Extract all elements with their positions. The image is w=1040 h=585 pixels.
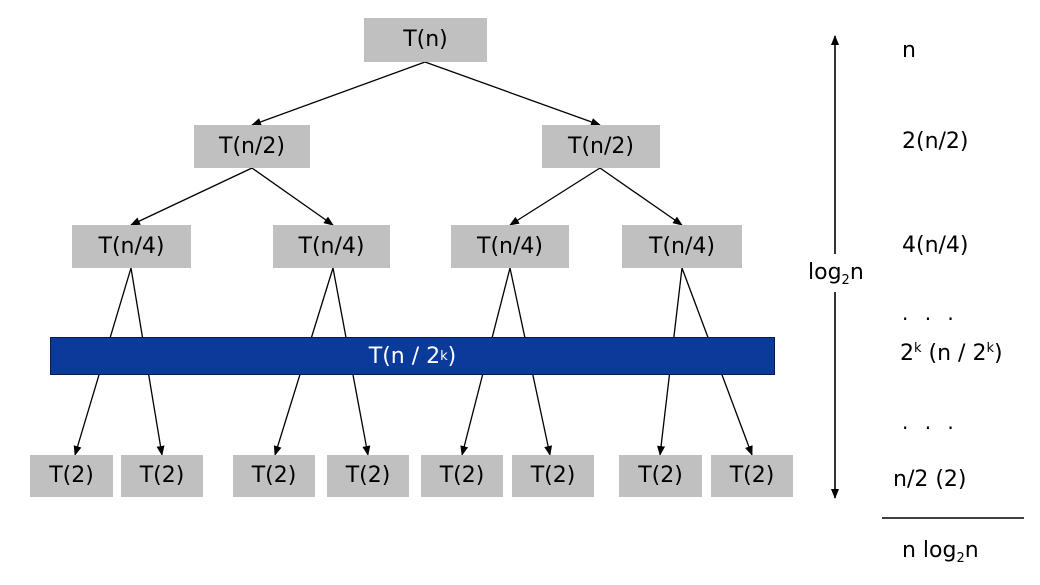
- tree-edge: [509, 167, 601, 226]
- leaf-3: T(2): [233, 455, 315, 497]
- node-level2-2: T(n/4): [273, 225, 390, 268]
- leaf-2: T(2): [121, 455, 203, 497]
- leaf-6: T(2): [512, 455, 594, 497]
- cost-row-1: 2(n/2): [902, 129, 969, 154]
- cost-ellipsis-1: . . .: [902, 301, 959, 325]
- leaf-4: T(2): [327, 455, 409, 497]
- node-level2-4: T(n/4): [622, 225, 742, 268]
- leaf-7: T(2): [619, 455, 702, 497]
- cost-row-2: 4(n/4): [902, 233, 969, 258]
- cost-row-k-sup-a: k: [914, 341, 922, 356]
- tree-edge: [251, 167, 334, 226]
- tree-edge: [599, 167, 683, 226]
- height-label-tail: n: [849, 260, 864, 285]
- cost-total-sub: 2: [956, 551, 965, 566]
- band-text-prefix: T(n / 2: [368, 343, 441, 369]
- cost-row-k-a: 2: [900, 341, 914, 366]
- node-level1-left: T(n/2): [194, 125, 310, 168]
- cost-total-a: n log: [902, 538, 957, 563]
- cost-row-0: n: [902, 38, 916, 63]
- tree-edge: [424, 61, 601, 126]
- tree-edge: [251, 61, 426, 126]
- cost-total-b: n: [964, 538, 979, 563]
- leaf-5: T(2): [421, 455, 503, 497]
- height-label-sub: 2: [841, 273, 850, 288]
- cost-row-k-sup-b: k: [986, 341, 994, 356]
- node-level2-1: T(n/4): [72, 225, 191, 268]
- band-text-sup: k: [440, 348, 448, 364]
- cost-total: n log2n: [902, 538, 979, 566]
- tree-edge: [130, 167, 253, 226]
- cost-row-k-c: ): [993, 341, 1003, 366]
- leaf-8: T(2): [711, 455, 793, 497]
- node-root: T(n): [364, 18, 487, 62]
- cost-row-k-b: (n / 2: [921, 341, 987, 366]
- node-level1-right: T(n/2): [542, 125, 660, 168]
- height-label-base: log: [808, 260, 842, 285]
- height-label: log2n: [808, 260, 864, 288]
- band-text-suffix: ): [447, 343, 457, 369]
- leaf-1: T(2): [30, 455, 113, 497]
- node-level2-3: T(n/4): [451, 225, 569, 268]
- cost-ellipsis-2: . . .: [902, 410, 959, 434]
- cost-row-leaf: n/2 (2): [893, 467, 967, 492]
- cost-row-k: 2k (n / 2k): [900, 342, 1003, 365]
